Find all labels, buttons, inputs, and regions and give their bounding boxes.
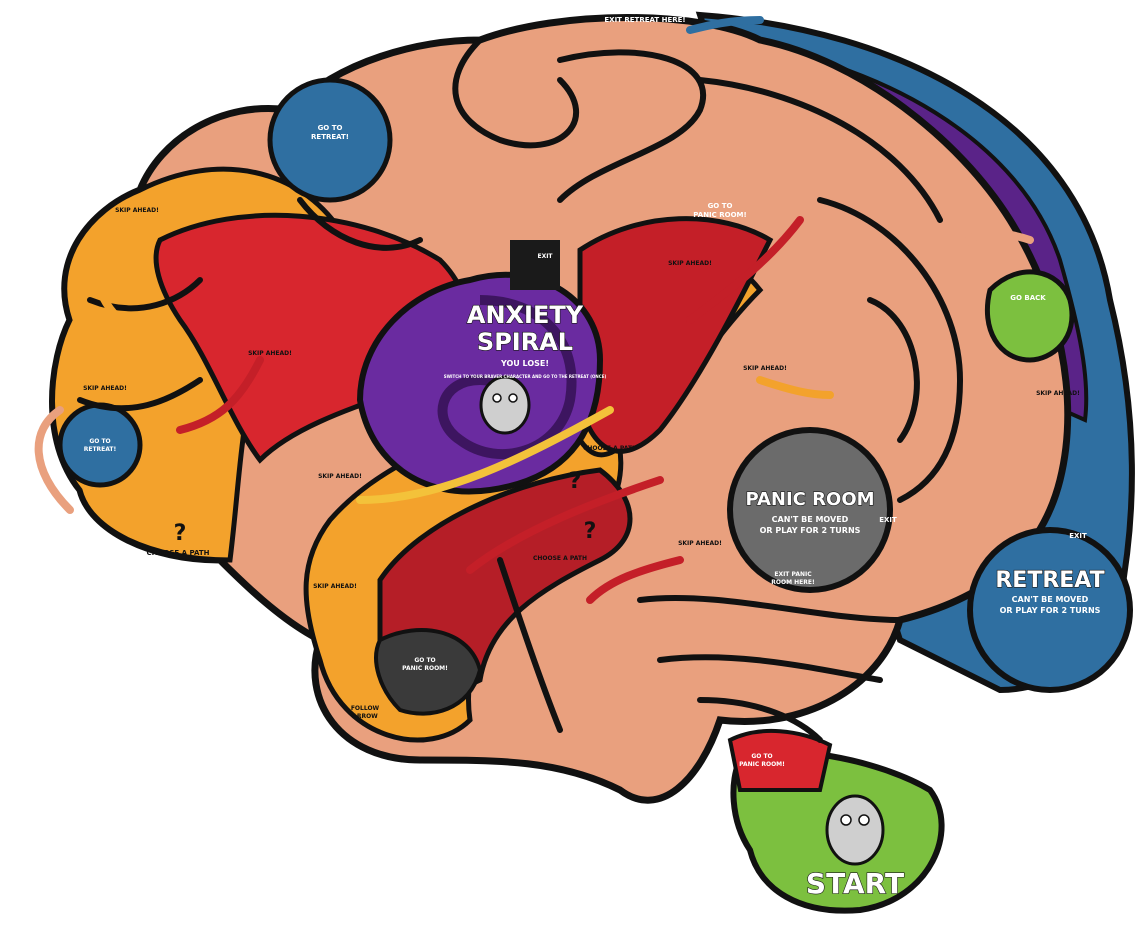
go-to-panic-top-label-1: GO TO [708, 202, 733, 210]
skip-ahead-1: SKIP AHEAD! [115, 207, 159, 214]
question-center: ? [569, 469, 582, 494]
skip-arrow-center [356, 406, 614, 504]
top-left-arrow [93, 226, 124, 324]
go-to-retreat-left-label-2: RETREAT! [84, 446, 117, 453]
gyrus-line-12 [497, 557, 563, 733]
gyrus-line-8 [77, 377, 203, 412]
go-to-panic-start-label-1: GO TO [751, 753, 772, 760]
skip-arrow-orange [756, 376, 834, 399]
go-to-panic-top-label-2: PANIC ROOM! [693, 211, 746, 219]
gyrus-line-6 [297, 197, 423, 251]
retreat-exit: EXIT [1069, 532, 1087, 540]
gyrus-line-5 [867, 297, 920, 443]
anxiety-exit-arrow [510, 240, 560, 290]
gyrus-line-4 [817, 197, 963, 503]
red-region-center [577, 216, 774, 454]
character-token-start [825, 794, 885, 866]
go-to-panic-mid-label-2: PANIC ROOM! [402, 665, 448, 672]
skip-arrow-red-1 [176, 356, 264, 434]
go-to-panic-room-start-space [727, 729, 833, 792]
panic-room-note-2: OR PLAY FOR 2 TURNS [760, 526, 861, 535]
go-to-panic-mid-label-1: GO TO [414, 657, 435, 664]
left-loop-arrow [34, 406, 74, 514]
go-to-panic-start-label-2: PANIC ROOM! [739, 761, 785, 768]
choose-path-left: CHOOSE A PATH [146, 549, 209, 557]
question-mid: ? [584, 519, 597, 544]
anxiety-spiral-title-2: SPIRAL [477, 328, 573, 356]
go-back-label: GO BACK [1010, 294, 1046, 302]
gyrus-line-10 [657, 654, 883, 683]
exit-small: EXIT [537, 253, 553, 260]
skip-ahead-6: SKIP AHEAD! [668, 260, 712, 267]
skip-ahead-8: SKIP AHEAD! [678, 540, 722, 547]
go-to-retreat-left-label-1: GO TO [89, 438, 110, 445]
question-left: ? [174, 521, 187, 546]
exit-retreat-label: EXIT RETREAT HERE! [604, 16, 685, 24]
panic-room-title: PANIC ROOM [745, 489, 874, 510]
panic-room-exit: EXIT [879, 516, 897, 524]
skip-arrow-red-4 [466, 476, 664, 574]
skip-arrow-red-3 [586, 556, 684, 604]
follow-arrow-label-2: ARROW [352, 713, 378, 720]
choose-path-center: CHOOSE A PATH [583, 445, 637, 452]
start-token-eye-left [840, 814, 852, 826]
retreat-note-2: OR PLAY FOR 2 TURNS [1000, 606, 1101, 615]
go-to-retreat-top-space [267, 77, 393, 203]
retreat-area [967, 527, 1133, 693]
exit-retreat-arrow [686, 16, 764, 34]
skip-ahead-4: SKIP AHEAD! [318, 473, 362, 480]
go-back-arrow [956, 229, 1034, 254]
skip-ahead-3: SKIP AHEAD! [83, 385, 127, 392]
gyrus-line-9 [637, 595, 903, 623]
anxiety-spiral-subtitle: YOU LOSE! [500, 359, 549, 368]
skip-ahead-2: SKIP AHEAD! [248, 350, 292, 357]
anxiety-spiral-note: SWITCH TO YOUR BRAVER CHARACTER AND GO T… [444, 374, 607, 379]
go-to-retreat-left-space [57, 402, 143, 488]
retreat-title: RETREAT [995, 568, 1104, 593]
choose-path-mid: CHOOSE A PATH [533, 555, 587, 562]
anxiety-spiral-title-1: ANXIETY [467, 301, 584, 329]
token-eye-left [492, 393, 502, 403]
skip-ahead-9: SKIP AHEAD! [1036, 390, 1080, 397]
start-title: START [806, 867, 904, 900]
skip-arrow-red-2 [686, 216, 804, 324]
skip-ahead-5: SKIP AHEAD! [313, 583, 357, 590]
gyrus-line-2 [557, 49, 706, 203]
character-token-spiral [479, 375, 531, 435]
go-to-panic-room-mid-space [374, 628, 483, 716]
gyrus-line-11 [697, 697, 823, 743]
go-to-retreat-top-label-1: GO TO [318, 124, 343, 132]
start-token-eye-right [858, 814, 870, 826]
panic-room-area [727, 427, 893, 593]
go-to-retreat-top-label-2: RETREAT! [311, 133, 349, 141]
follow-arrow-label-1: FOLLOW [351, 705, 380, 712]
retreat-note-1: CAN'T BE MOVED [1012, 595, 1089, 604]
skip-ahead-7: SKIP AHEAD! [743, 365, 787, 372]
gyrus-line-3 [697, 77, 943, 223]
go-back-space [984, 269, 1075, 363]
gyrus-line-1 [452, 37, 580, 149]
exit-panic-label-2: ROOM HERE! [771, 579, 814, 586]
exit-panic-label-1: EXIT PANIC [774, 571, 812, 578]
token-eye-right [508, 393, 518, 403]
panic-room-note-1: CAN'T BE MOVED [772, 515, 849, 524]
